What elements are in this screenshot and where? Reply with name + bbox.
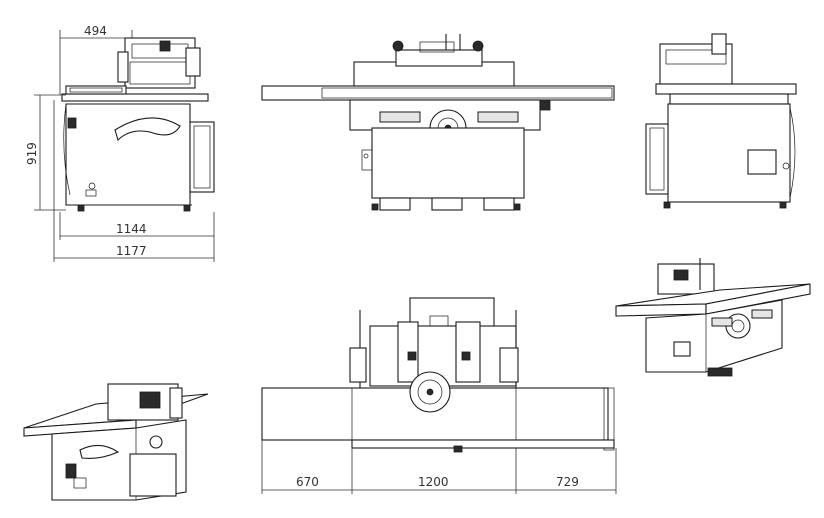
dim-729: 729 [556,475,579,489]
dim-494: 494 [84,24,107,38]
side-view-right [645,33,797,209]
side-view-left: 494 919 1144 [25,24,215,262]
iso-view-left [23,383,209,501]
dim-1200: 1200 [418,475,449,489]
front-view [261,34,615,211]
top-view: 670 1200 729 [261,297,617,494]
dim-919: 919 [25,142,39,165]
dim-1144: 1144 [116,222,147,236]
dim-670: 670 [296,475,319,489]
dim-1177: 1177 [116,244,147,258]
iso-view-right [615,258,811,377]
